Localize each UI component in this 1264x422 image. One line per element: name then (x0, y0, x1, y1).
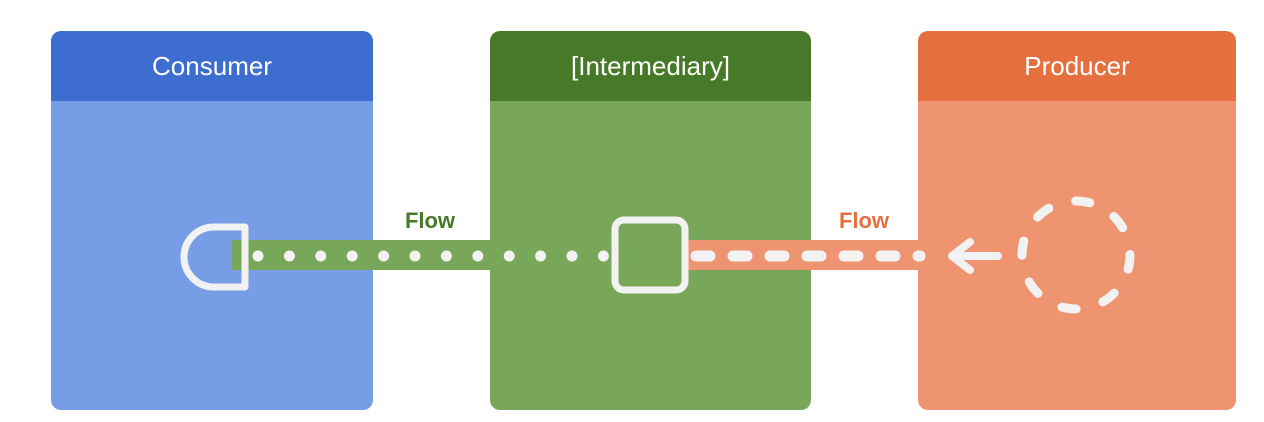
flow-label-right: Flow (838, 208, 890, 233)
intermediary-title: [Intermediary] (571, 50, 730, 81)
flow-label-left: Flow (404, 208, 456, 233)
producer-title: Producer (1024, 50, 1130, 81)
square-node-icon (611, 216, 689, 294)
left-arrow-icon (948, 238, 1002, 274)
green-flow-pipe (232, 240, 618, 270)
consumer-header: Consumer (51, 31, 373, 101)
dashed-circle-source-icon (1017, 196, 1135, 314)
intermediary-header: [Intermediary] (490, 31, 811, 101)
producer-header: Producer (918, 31, 1236, 101)
d-shaped-collector-icon (180, 223, 249, 291)
consumer-title: Consumer (152, 50, 272, 81)
